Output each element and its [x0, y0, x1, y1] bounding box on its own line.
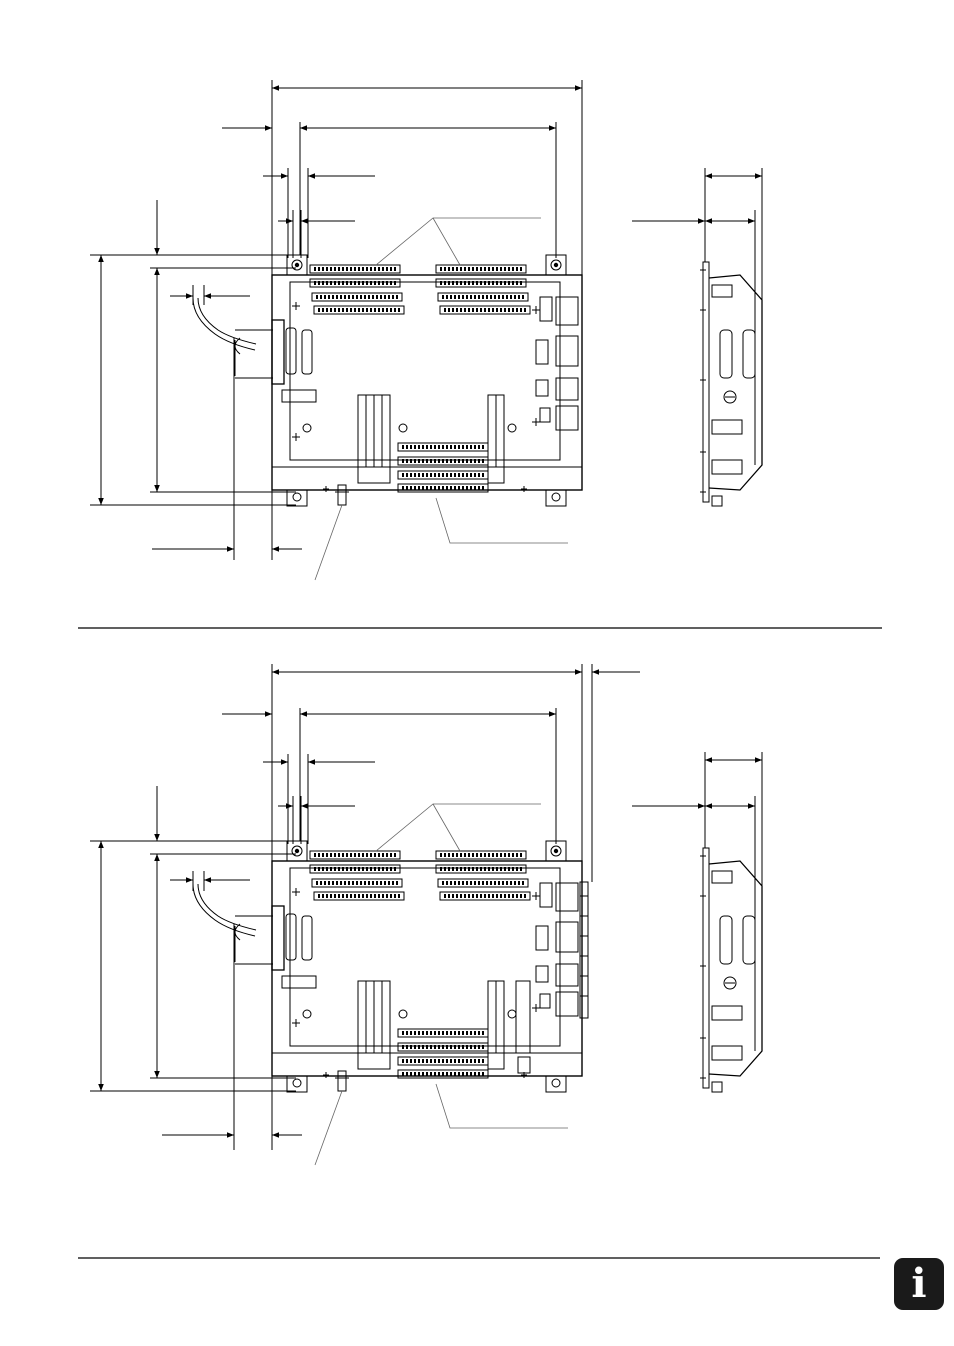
lower-dimension-drawing: [90, 664, 763, 1166]
upper-dimension-drawing: [90, 80, 763, 581]
info-icon: i: [894, 1258, 944, 1310]
